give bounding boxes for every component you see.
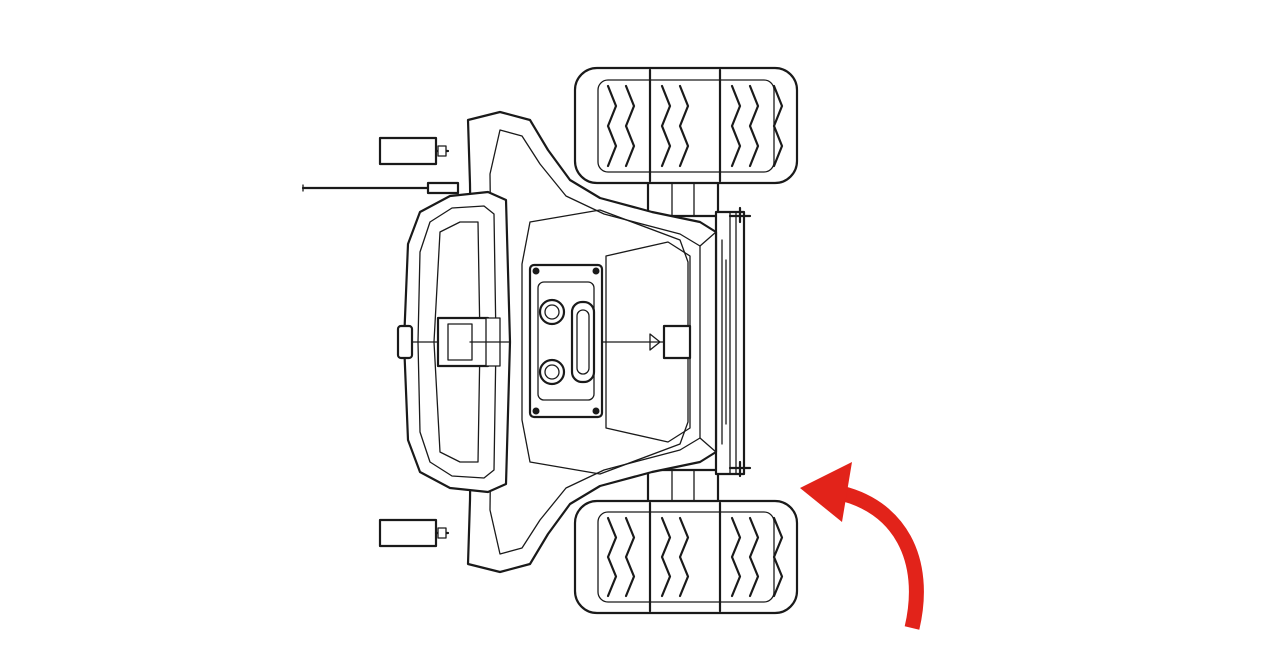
tread-groove: [660, 84, 672, 168]
tread-groove: [678, 516, 690, 598]
tread-groove: [748, 516, 760, 598]
control-panel: [528, 263, 604, 419]
tread-groove: [678, 84, 690, 168]
tread-groove: [748, 84, 760, 168]
tread-groove: [624, 516, 636, 598]
tire-tread-icon: [606, 516, 784, 598]
front-left-caster: [378, 136, 450, 166]
tread-groove: [606, 516, 618, 598]
rear-right-wheel: [573, 499, 799, 615]
tread-groove: [730, 84, 742, 168]
tread-groove: [660, 516, 672, 598]
curved-arrow-icon: [800, 462, 924, 630]
tread-groove: [606, 84, 618, 168]
tire-tread-icon: [606, 84, 784, 168]
front-right-caster: [378, 518, 450, 548]
tread-groove: [772, 516, 784, 598]
rear-connector: [601, 324, 692, 360]
rear-left-wheel: [573, 66, 799, 185]
tread-groove: [772, 84, 784, 168]
stop-button-cluster: [436, 316, 501, 368]
antenna: [301, 181, 460, 195]
tread-groove: [730, 516, 742, 598]
side-rail: [721, 239, 727, 445]
tread-groove: [624, 84, 636, 168]
